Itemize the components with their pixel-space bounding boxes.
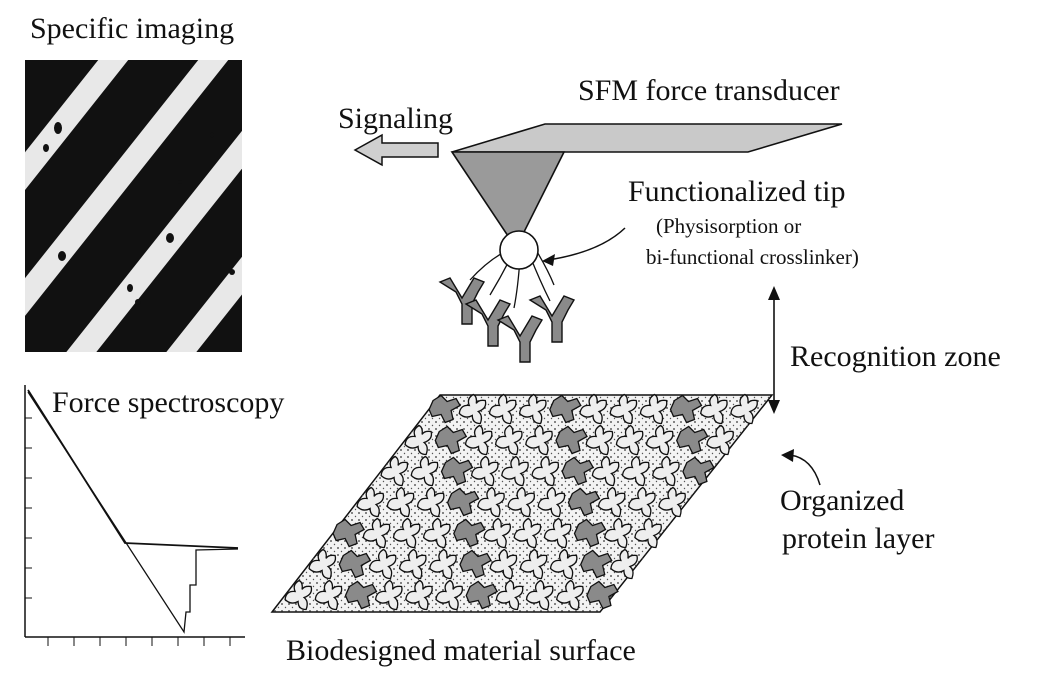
transducer-label: SFM force transducer: [578, 74, 840, 107]
cantilever: [450, 123, 843, 237]
tip-molecules: [439, 230, 575, 363]
signaling-arrow: [353, 133, 439, 167]
layer-pointer-head: [781, 449, 794, 462]
tip-note-line-1: (Physisorption or: [656, 214, 802, 238]
signaling-label: Signaling: [338, 102, 454, 135]
surface-label: Biodesigned material surface: [286, 634, 636, 667]
tip-note-line-2: bi-functional crosslinker): [646, 245, 859, 269]
tip-bead: [499, 230, 539, 270]
specific-imaging-label: Specific imaging: [30, 12, 235, 45]
organized-label-line-2: protein layer: [782, 522, 935, 555]
force-spectroscopy-label: Force spectroscopy: [52, 386, 285, 419]
layer-pointer-line: [789, 454, 821, 486]
force-axis-ticks: [25, 417, 231, 646]
tip-pointer-line: [547, 227, 626, 261]
organized-label-line-1: Organized: [780, 484, 905, 517]
recognition-zone-arrow: [768, 286, 780, 414]
force-curve-panel: [24, 385, 245, 646]
tip-label: Functionalized tip: [628, 175, 846, 208]
tip-pointer-head: [542, 254, 555, 266]
imaging-stripes: [25, 60, 242, 352]
recognition-zone-label: Recognition zone: [790, 340, 1001, 373]
material-surface: [270, 393, 774, 613]
imaging-panel: [25, 60, 242, 352]
retract-trace: [27, 391, 239, 634]
